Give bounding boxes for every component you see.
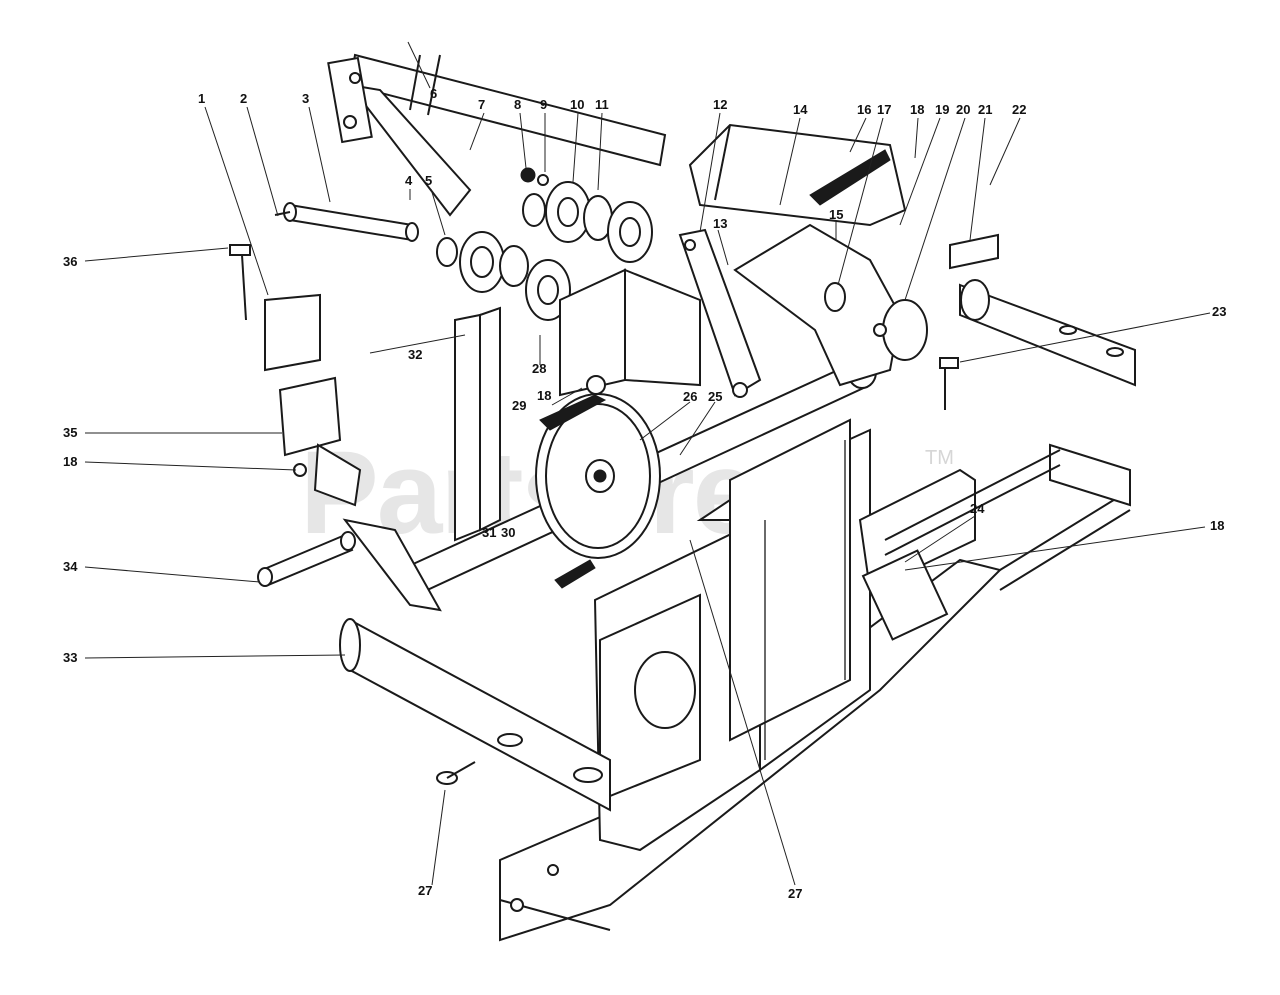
carriage-bolt bbox=[436, 761, 476, 785]
callout-22: 22 bbox=[1012, 102, 1026, 117]
callout-23: 23 bbox=[1212, 304, 1226, 319]
callout-2: 2 bbox=[240, 91, 247, 106]
callout-32: 32 bbox=[408, 347, 422, 362]
callout-11: 11 bbox=[595, 97, 609, 112]
callout-7: 7 bbox=[478, 97, 485, 112]
main-frame bbox=[499, 418, 1131, 942]
callout-12: 12 bbox=[713, 97, 727, 112]
callout-20: 20 bbox=[956, 102, 970, 117]
callout-27-left: 27 bbox=[418, 883, 432, 898]
callout-17: 17 bbox=[877, 102, 891, 117]
callout-33: 33 bbox=[63, 650, 77, 665]
callout-10: 10 bbox=[570, 97, 584, 112]
callout-36: 36 bbox=[63, 254, 77, 269]
callout-5: 5 bbox=[425, 173, 432, 188]
callout-6: 6 bbox=[430, 86, 437, 101]
callout-25: 25 bbox=[708, 389, 722, 404]
callout-9: 9 bbox=[540, 97, 547, 112]
hex-bolt-36 bbox=[229, 244, 251, 321]
callout-8: 8 bbox=[514, 97, 521, 112]
callout-21: 21 bbox=[978, 102, 992, 117]
front-cross-tube bbox=[339, 618, 611, 812]
center-bracket bbox=[559, 268, 701, 397]
right-arm bbox=[949, 233, 1136, 387]
belt-guard-cover bbox=[688, 123, 907, 227]
callout-4: 4 bbox=[405, 173, 413, 188]
callout-28: 28 bbox=[532, 361, 546, 376]
callout-26: 26 bbox=[683, 389, 697, 404]
callout-31: 31 bbox=[482, 525, 496, 540]
upper-arm bbox=[327, 53, 667, 217]
callout-18-right: 18 bbox=[1210, 518, 1224, 533]
pivot-shaft bbox=[274, 202, 419, 242]
callout-34: 34 bbox=[63, 559, 78, 574]
bearing-assembly bbox=[436, 167, 653, 321]
callout-labels: 1 2 3 4 5 6 7 8 9 10 11 12 13 14 15 16 1… bbox=[63, 86, 1226, 901]
callout-15: 15 bbox=[829, 207, 843, 222]
callout-18-top: 18 bbox=[910, 102, 924, 117]
callout-30: 30 bbox=[501, 525, 515, 540]
callout-18-center: 18 bbox=[537, 388, 551, 403]
callout-24: 24 bbox=[970, 501, 985, 516]
callout-29: 29 bbox=[512, 398, 526, 413]
hex-bolt-23 bbox=[939, 357, 959, 410]
callout-27-right: 27 bbox=[788, 886, 802, 901]
trademark-mark: TM bbox=[925, 447, 954, 469]
callout-14: 14 bbox=[793, 102, 808, 117]
left-lever bbox=[454, 306, 501, 542]
callout-19: 19 bbox=[935, 102, 949, 117]
callout-35: 35 bbox=[63, 425, 77, 440]
callout-3: 3 bbox=[302, 91, 309, 106]
callout-13: 13 bbox=[713, 216, 727, 231]
drive-pulley bbox=[535, 393, 661, 589]
leader-lines bbox=[84, 41, 1211, 886]
callout-1: 1 bbox=[198, 91, 205, 106]
left-mounting-plates bbox=[264, 293, 442, 612]
callout-18-left: 18 bbox=[63, 454, 77, 469]
idler-arm bbox=[678, 228, 762, 398]
pivot-pin bbox=[257, 531, 356, 587]
callout-16: 16 bbox=[857, 102, 871, 117]
right-pivot-bracket bbox=[733, 223, 928, 387]
